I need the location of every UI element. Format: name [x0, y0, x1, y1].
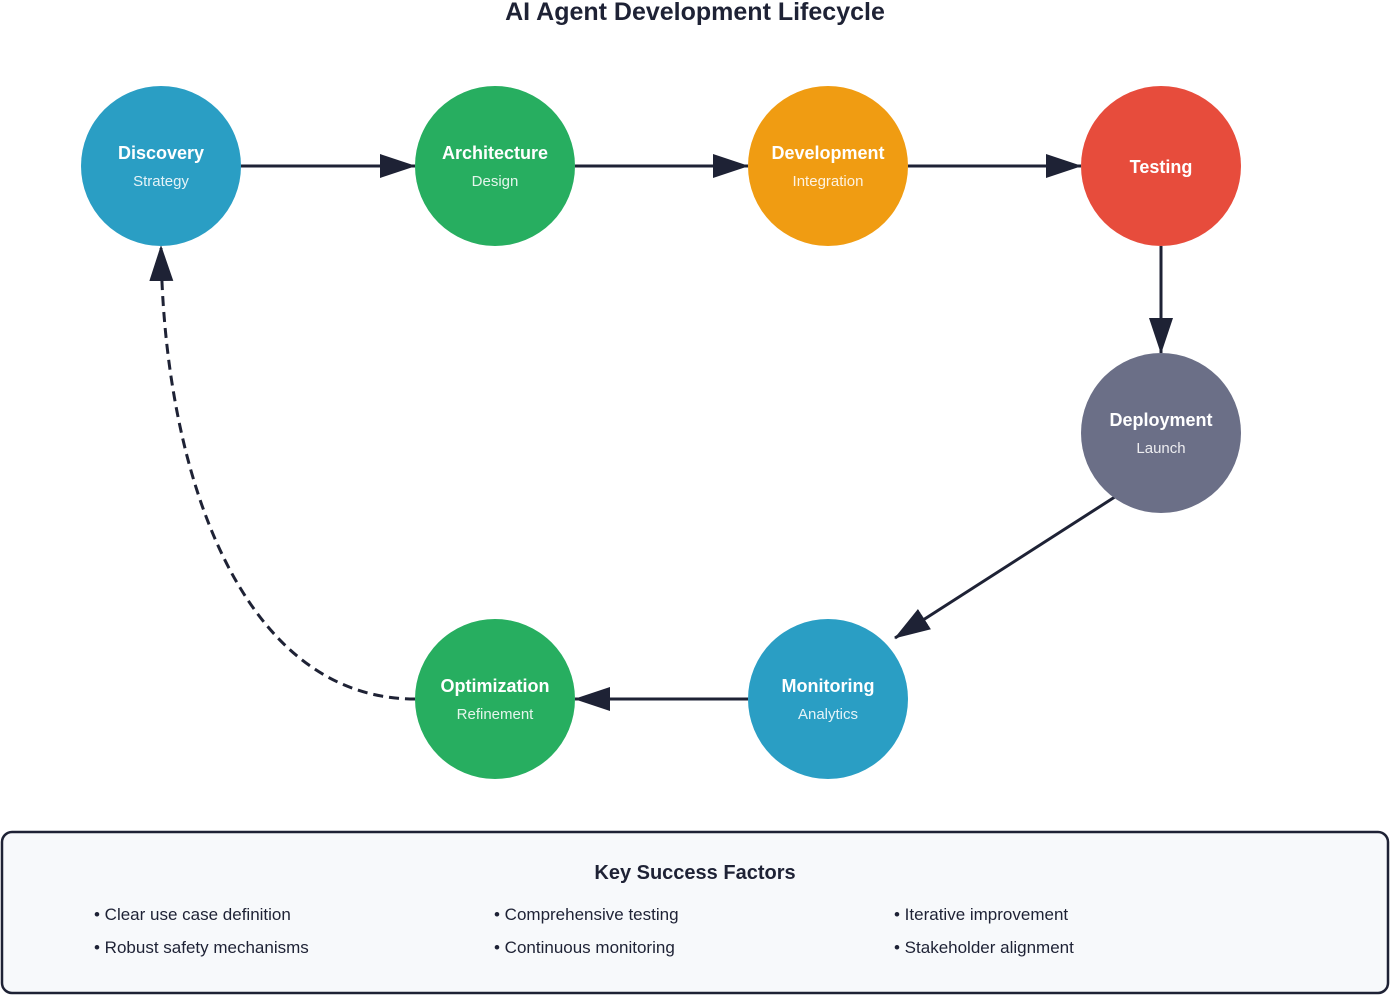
stage-sublabel-deployment: Launch: [1136, 440, 1185, 457]
stage-label-discovery: Discovery: [118, 143, 204, 163]
connections-layer: [149, 154, 1173, 711]
stage-label-testing: Testing: [1130, 157, 1193, 177]
stage-label-development: Development: [771, 143, 884, 163]
success-factor-item: • Comprehensive testing: [494, 905, 679, 924]
stage-circle-monitoring: [748, 619, 908, 779]
success-factors-box: [0, 830, 1390, 995]
success-factors-panel: Key Success Factors • Clear use case def…: [0, 830, 1390, 995]
stage-circle-deployment: [1081, 353, 1241, 513]
stage-sublabel-architecture: Design: [472, 173, 519, 190]
success-factor-item: • Robust safety mechanisms: [94, 938, 309, 957]
success-factors-title: Key Success Factors: [594, 862, 795, 884]
stage-circle-architecture: [415, 86, 575, 246]
stage-circle-testing: [1081, 86, 1241, 246]
stage-circle-discovery: [81, 86, 241, 246]
success-factor-item: • Clear use case definition: [94, 905, 291, 924]
stage-circle-development: [748, 86, 908, 246]
stage-node-testing: Testing: [1081, 86, 1241, 246]
arrow-optimization-to-discovery: [149, 245, 416, 701]
arrow-deployment-to-monitoring: [894, 491, 1122, 640]
stage-sublabel-discovery: Strategy: [133, 173, 189, 190]
success-factor-item: • Stakeholder alignment: [894, 938, 1074, 957]
stage-label-optimization: Optimization: [441, 676, 550, 696]
stage-label-monitoring: Monitoring: [782, 676, 875, 696]
diagram-title: AI Agent Development Lifecycle: [505, 0, 885, 26]
stage-sublabel-optimization: Refinement: [457, 706, 535, 723]
stage-label-architecture: Architecture: [442, 143, 548, 163]
stage-sublabel-development: Integration: [793, 173, 864, 190]
success-factor-item: • Iterative improvement: [894, 905, 1068, 924]
stage-label-deployment: Deployment: [1109, 410, 1212, 430]
stage-sublabel-monitoring: Analytics: [798, 706, 858, 723]
stage-circle-optimization: [415, 619, 575, 779]
success-factor-item: • Continuous monitoring: [494, 938, 675, 957]
